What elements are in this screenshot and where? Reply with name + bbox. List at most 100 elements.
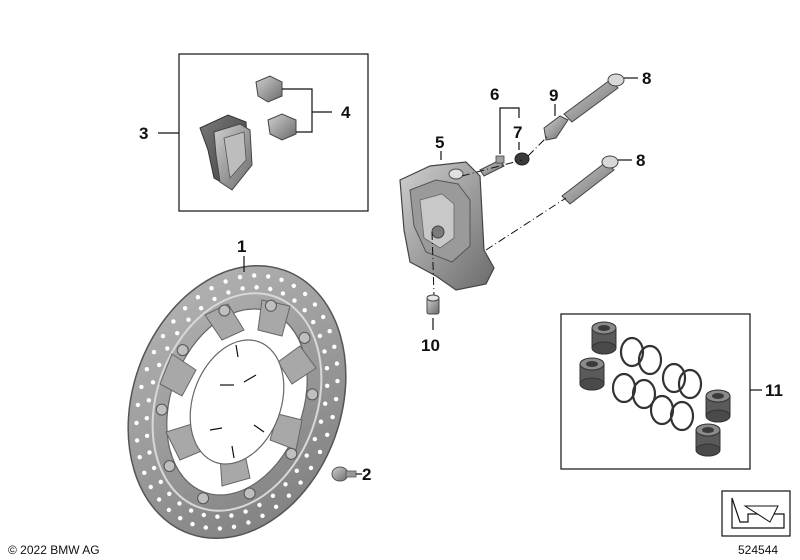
disc-vent-hole: [157, 362, 162, 368]
disc-vent-hole: [252, 273, 257, 278]
disc-vent-hole: [321, 314, 326, 320]
disc-vent-hole: [215, 514, 220, 519]
disc-vent-hole: [312, 436, 317, 442]
alignment-line-pin-lower: [485, 197, 567, 251]
disc-vent-hole: [144, 433, 150, 438]
disc-vent-hole: [134, 438, 140, 443]
disc-vent-hole: [144, 367, 149, 372]
callout-7: 7: [513, 123, 522, 142]
disc-vent-hole: [280, 291, 286, 296]
caliper-pistons[interactable]: [579, 321, 731, 457]
callout-4: 4: [341, 103, 351, 122]
caliper-pin-upper[interactable]: [563, 73, 625, 123]
disc-vent-hole: [150, 380, 156, 385]
bleeder-valve[interactable]: [479, 155, 505, 177]
disc-vent-hole: [333, 396, 339, 402]
caliper-piston: [705, 389, 731, 423]
brake-caliper[interactable]: [399, 161, 495, 291]
disc-vent-hole: [148, 484, 153, 490]
piston-seal-kit-box: [560, 313, 751, 470]
disc-vent-hole: [190, 522, 195, 527]
disc-vent-hole: [330, 414, 335, 420]
alignment-line-clip: [527, 135, 549, 157]
arrow-corner-icon[interactable]: [721, 490, 791, 537]
disc-vent-hole: [324, 366, 330, 371]
disc-vent-hole: [160, 333, 166, 339]
disc-vent-hole: [144, 416, 149, 421]
brake-pads[interactable]: [199, 114, 253, 191]
disc-vent-hole: [260, 513, 265, 518]
disc-vent-hole: [217, 526, 222, 531]
callout-6: 6: [490, 85, 499, 104]
disc-vent-hole: [302, 291, 308, 297]
disc-vent-hole: [171, 319, 176, 324]
callout-8-lower: 8: [636, 151, 645, 170]
disc-vent-hole: [273, 504, 279, 509]
disc-vent-hole: [332, 344, 337, 349]
disc-vent-hole: [279, 277, 284, 282]
disc-vent-hole: [166, 507, 172, 513]
retaining-clip[interactable]: [543, 115, 569, 141]
disc-vent-hole: [195, 295, 201, 300]
disc-vent-hole: [151, 349, 157, 355]
seal-ring: [637, 344, 663, 376]
disc-vent-hole: [135, 402, 141, 408]
callout-1: 1: [237, 237, 246, 256]
disc-vent-hole: [334, 361, 340, 366]
callout-2: 2: [362, 465, 371, 484]
disc-vent-hole: [283, 482, 288, 487]
disc-vent-hole: [268, 286, 273, 292]
disc-vent-hole: [223, 279, 228, 284]
disc-vent-hole: [254, 285, 259, 290]
disc-vent-hole: [286, 493, 292, 498]
callout-3: 3: [139, 124, 148, 143]
seal-ring: [619, 336, 645, 368]
disc-vent-hole: [294, 468, 299, 473]
disc-vent-hole: [175, 331, 180, 336]
guide-sleeve[interactable]: [426, 294, 440, 315]
disc-bolt[interactable]: [331, 466, 357, 482]
disc-vent-hole: [186, 317, 191, 322]
disc-vent-hole: [298, 480, 303, 485]
disc-vent-hole: [167, 491, 172, 496]
disc-float-rivet: [264, 299, 277, 312]
disc-vent-hole: [302, 308, 307, 313]
caliper-pin-lower[interactable]: [561, 155, 619, 205]
disc-vent-hole: [231, 524, 237, 529]
diagram-number: 524544: [738, 543, 778, 557]
caliper-piston: [579, 357, 605, 391]
disc-float-rivet: [243, 487, 256, 500]
disc-vent-hole: [142, 470, 147, 475]
disc-vent-hole: [243, 509, 248, 514]
pad-spring-clips[interactable]: [255, 75, 297, 141]
alignment-line-bleeder: [461, 159, 523, 177]
seal-ring: [631, 378, 657, 410]
bleeder-cap[interactable]: [514, 152, 530, 166]
seal-ring: [661, 362, 687, 394]
piston-seals[interactable]: [611, 336, 703, 432]
disc-vent-hole: [156, 497, 162, 502]
disc-vent-hole: [139, 384, 144, 390]
disc-vent-hole: [292, 298, 297, 303]
disc-vent-hole: [134, 420, 139, 426]
disc-float-rivet: [197, 492, 210, 505]
callout-8-upper: 8: [642, 69, 651, 88]
disc-vent-hole: [246, 520, 251, 525]
disc-vent-hole: [312, 302, 318, 307]
disc-vent-hole: [203, 525, 208, 530]
disc-vent-hole: [311, 319, 316, 325]
disc-vent-hole: [322, 349, 327, 354]
copyright-text: © 2022 BMW AG: [8, 543, 100, 557]
leader-bracket-6: [499, 107, 520, 154]
seal-ring: [649, 394, 675, 426]
brake-disc[interactable]: [91, 235, 382, 560]
disc-vent-hole: [318, 419, 324, 424]
seal-ring: [611, 372, 637, 404]
disc-vent-hole: [147, 450, 152, 455]
disc-vent-hole: [151, 465, 157, 471]
seal-ring: [669, 400, 695, 432]
disc-float-rivet: [306, 388, 319, 401]
disc-vent-hole: [270, 493, 276, 498]
callout-11: 11: [765, 381, 783, 400]
